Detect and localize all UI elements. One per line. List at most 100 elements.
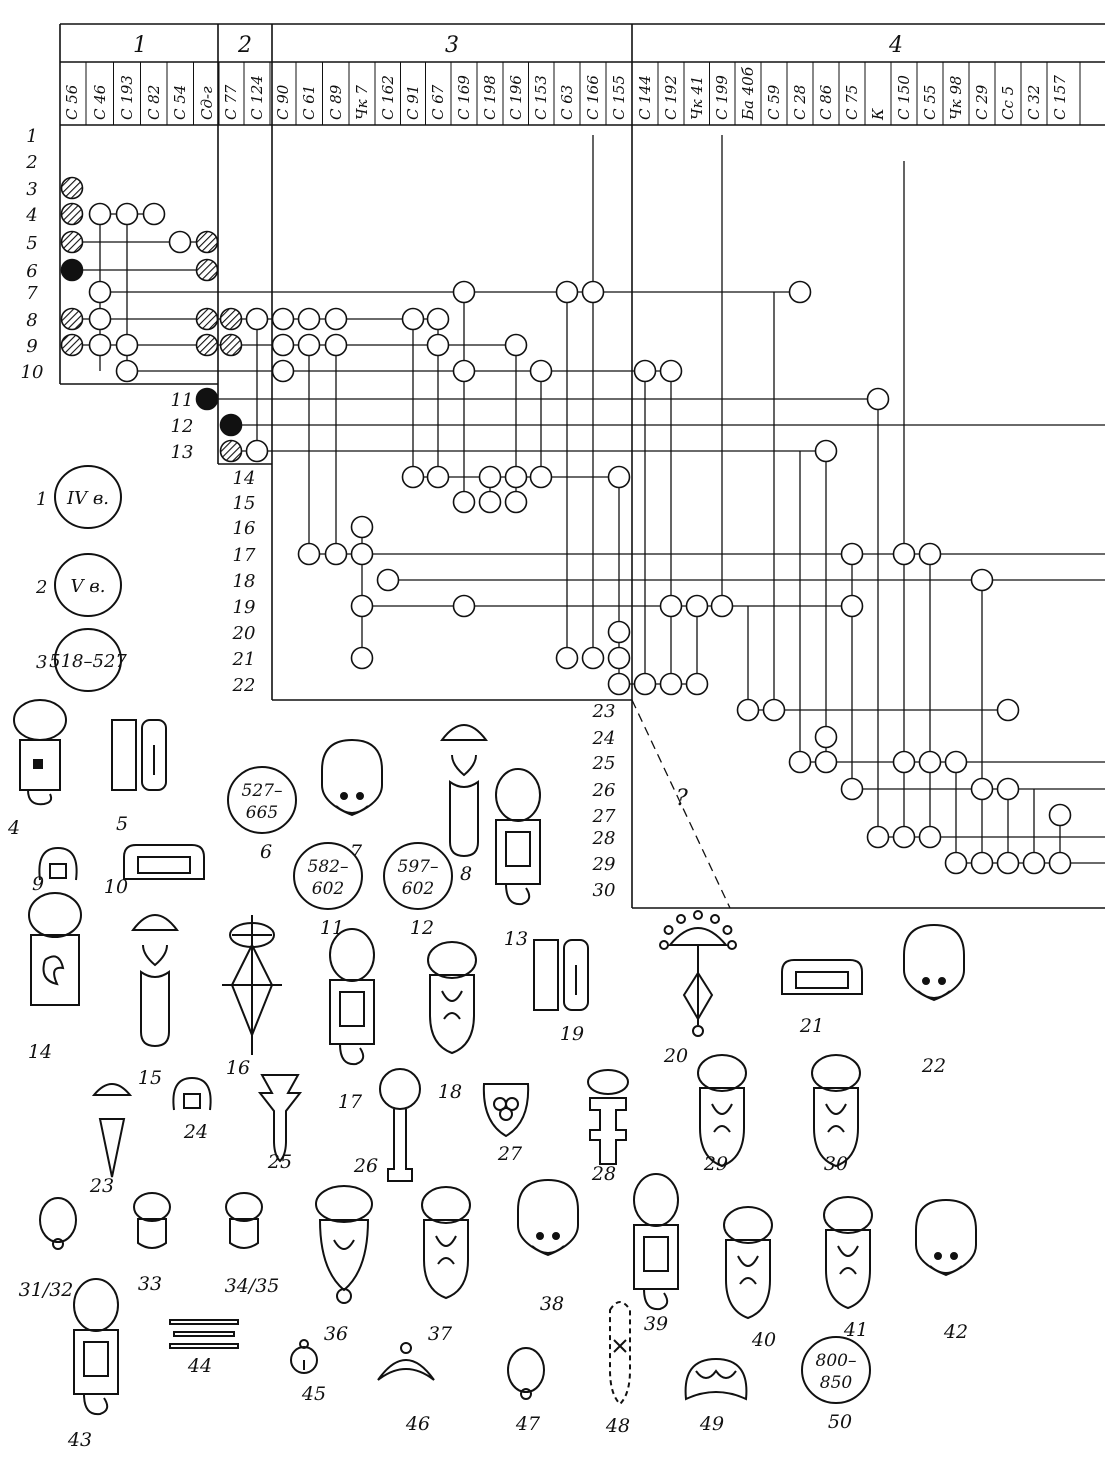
open-node [659,672,683,696]
figure-number: 6 [260,841,272,863]
legend-label: V в. [71,576,106,597]
buckle-eye [552,1232,560,1240]
unknown-mark: ? [676,786,688,811]
buckle-loop [633,1173,679,1227]
buckle-ornament [837,1245,859,1275]
figure-number: 43 [67,1429,92,1451]
open-node [504,333,528,357]
open-node [607,465,631,489]
row-label: 12 [171,416,194,437]
artifact-figure: 23 [89,1083,133,1197]
figure-number: 14 [28,1041,52,1063]
buckle-eye [536,1232,544,1240]
buckle-body [517,1178,579,1257]
group-label: 2 [237,33,252,58]
artifact-figure: 30 [811,1054,861,1175]
artifact-figure: 27 [482,1083,530,1165]
buckle-ornament [825,1103,847,1133]
buckle-eye [922,977,930,985]
figure-number: 28 [591,1163,616,1185]
open-node [504,465,528,489]
open-node [376,568,400,592]
hatched-node [195,258,219,282]
open-node [426,465,450,489]
group-label: 4 [888,33,903,58]
fibula-end [692,1025,704,1037]
column-label: Чк 98 [947,76,965,120]
open-node [88,307,112,331]
open-node [659,594,683,618]
open-node [607,672,631,696]
open-node [297,307,321,331]
column-dividers [59,62,1081,125]
column-label: С 162 [379,75,397,120]
figure-number: 40 [751,1329,776,1351]
buckle-plate [495,819,541,885]
figure-number: 10 [104,876,128,898]
crescent-body [377,1359,435,1381]
figure-number: 23 [89,1175,114,1197]
row-label: 21 [232,649,256,670]
buckle-loop [495,768,541,822]
buckle-plate [633,1224,679,1290]
open-node [607,620,631,644]
artifact-figure: 29 [697,1054,747,1175]
open-node [1022,851,1046,875]
hatched-node [60,230,84,254]
artifact-figure: 13 [495,768,541,950]
open-node [892,825,916,849]
buckle-loop [723,1206,773,1244]
buckle-plate [137,1218,167,1249]
open-node [866,387,890,411]
open-node [324,542,348,566]
open-node [970,568,994,592]
buckle-end [336,1288,352,1304]
column-label: Сд-г [198,86,216,120]
column-label: С 169 [455,75,473,120]
open-node [324,333,348,357]
artifact-figure: 17 [329,928,375,1113]
buckle-loop [315,1185,373,1223]
open-node [478,465,502,489]
filled-node [219,413,243,437]
buckle-inner [83,1341,109,1377]
buckle-loop [73,1278,119,1332]
date-label: 527– [242,781,283,801]
legend-number: 1 [36,489,47,510]
buckle-loop [697,1054,747,1092]
open-node [504,490,528,514]
open-node [88,202,112,226]
row-label: 8 [26,310,37,331]
buckle-ornament [435,1235,457,1265]
open-node [814,750,838,774]
artifact-figure: 14 [28,892,82,1063]
figure-number: 4 [7,817,20,839]
column-label: С 86 [817,84,835,120]
fibula-head [131,914,179,931]
figure-number: 37 [428,1323,453,1345]
ring-bead [52,1238,64,1250]
crescent-loop [400,1342,412,1354]
open-node [710,594,734,618]
column-label: Ба 40б [739,66,757,121]
open-node [452,359,476,383]
header-table [59,23,1105,909]
open-node [581,280,605,304]
buckle-eye [340,792,348,800]
open-node [115,202,139,226]
frame-inner [795,971,849,989]
row-label: 4 [25,205,37,226]
figure-number: 42 [943,1321,968,1343]
artifact-figure: 7 [321,738,383,863]
open-node [297,542,321,566]
date-circle [293,842,363,910]
fibula-knob [727,940,737,950]
buckle-mouth [917,990,951,999]
hatched-node [219,439,243,463]
artifact-figure: 43 [67,1278,119,1451]
column-label: С 150 [895,75,913,120]
open-node [814,439,838,463]
column-label: С 29 [973,84,991,120]
